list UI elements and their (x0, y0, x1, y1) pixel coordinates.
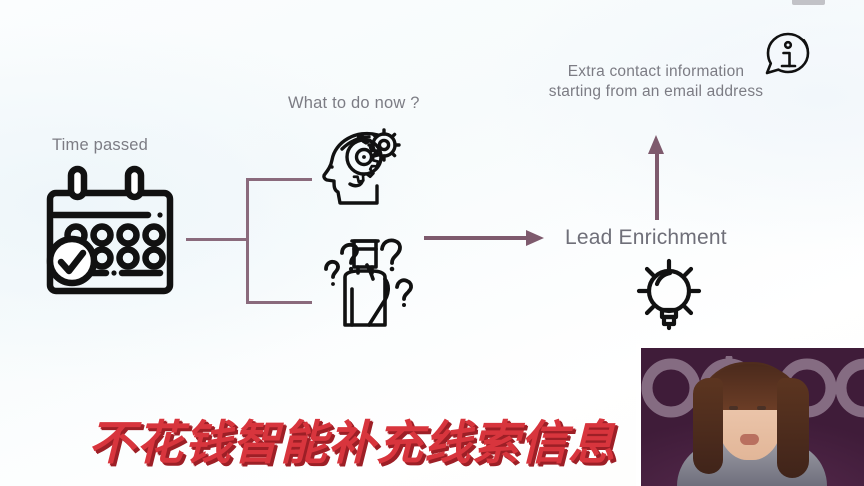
label-what-to-do-now: What to do now ? (288, 94, 420, 112)
presenter-eye-right (757, 406, 766, 410)
lightbulb-idea-icon (626, 258, 712, 332)
label-lead-enrichment: Lead Enrichment (565, 226, 727, 249)
presenter-eye-left (729, 406, 738, 410)
window-chrome-chip (792, 0, 825, 5)
bracket-branch-upper-line (246, 178, 312, 181)
arrow-up-shaft (655, 152, 659, 220)
presenter-mouth (740, 434, 759, 445)
presenter-hair-left (693, 378, 723, 474)
presenter-video-overlay[interactable] (636, 344, 864, 486)
bracket-stem-line (186, 238, 248, 241)
bracket-branch-lower-line (246, 301, 312, 304)
video-frame[interactable] (641, 348, 864, 486)
arrow-right-shaft (424, 236, 528, 240)
label-extra-contact-information: Extra contact information starting from … (548, 63, 764, 100)
bracket-spine-line (246, 178, 249, 304)
burned-in-subtitle: 不花钱智能补充线索信息 (87, 415, 617, 473)
confused-person-questions-icon (312, 235, 418, 331)
arrow-up-head (648, 135, 664, 154)
info-speech-bubble-icon (762, 30, 814, 82)
arrow-right-head (526, 230, 544, 246)
presenter-hair-right (777, 378, 809, 478)
head-with-gears-icon (322, 128, 404, 206)
calendar-check-icon (44, 163, 176, 303)
label-time-passed: Time passed (52, 136, 149, 154)
